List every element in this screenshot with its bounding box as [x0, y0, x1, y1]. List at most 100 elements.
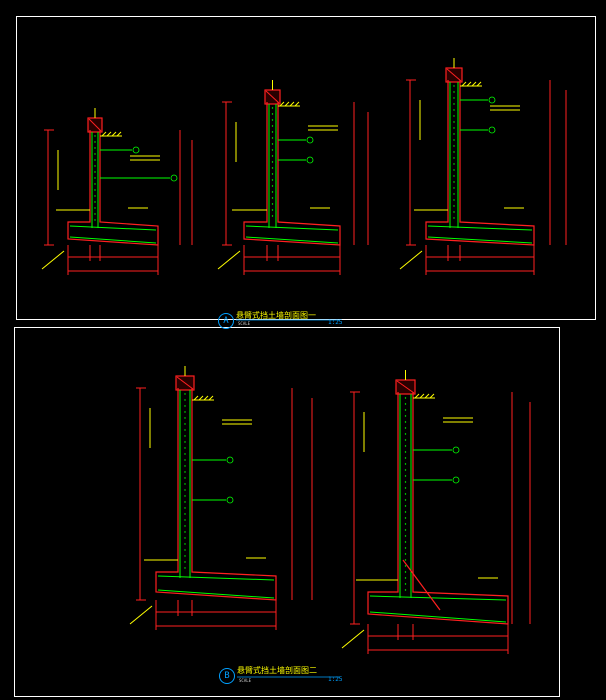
- a3-stem-dot: [453, 85, 455, 87]
- b2-stem-dot: [404, 523, 407, 525]
- b2-stem-dot: [404, 583, 407, 585]
- section-badge-a: A: [218, 313, 234, 329]
- b1-stem-dot: [184, 537, 186, 539]
- a2-ground-hatch: [279, 101, 285, 107]
- a1-stem-dot: [94, 165, 96, 167]
- a2-rebar-base-bot: [245, 236, 339, 244]
- a2-stem-dot: [271, 137, 274, 139]
- a1-rebar-base-top: [69, 225, 157, 231]
- a3-cap-hatch: [446, 68, 462, 82]
- b1-stem-dot: [184, 519, 186, 521]
- b2-stem-dot: [404, 397, 407, 399]
- b2-stem-dot: [404, 541, 407, 543]
- b2-stem-dot: [404, 565, 407, 567]
- scale-label-b: SCALE: [239, 678, 252, 683]
- a1-stem-dot: [94, 219, 96, 221]
- b2-stem-dot: [404, 529, 407, 531]
- b2-stem-dot: [404, 559, 407, 561]
- b2-rebar-base-bot: [369, 611, 507, 623]
- a1-cap-hatch: [88, 118, 102, 132]
- a2-rebar-bubble: [306, 136, 314, 144]
- drawing-frame-b: [14, 327, 560, 697]
- a3-stem-dot: [453, 127, 455, 129]
- a3-stem-dot: [453, 109, 455, 111]
- b2-stem-dot: [404, 499, 407, 501]
- a3-ground-hatch: [461, 81, 467, 87]
- a2-wall-outline: [243, 102, 341, 246]
- a1-stem-dot: [94, 141, 96, 143]
- a1-stem-dot: [94, 195, 96, 197]
- a2-rebar-bubble: [306, 156, 314, 164]
- a2-stem-dot: [271, 119, 274, 121]
- a3-stem-dot: [453, 133, 455, 135]
- a3-stem-dot: [453, 97, 455, 99]
- a1-rebar-bubble: [132, 146, 140, 154]
- a2-stem-dot: [271, 143, 274, 145]
- a2-stem-dot: [271, 191, 274, 193]
- b2-stem-dot: [404, 427, 407, 429]
- a2-ground-hatch: [284, 101, 290, 107]
- b1-rebar-bubble: [226, 496, 234, 504]
- a3-ground-hatch: [466, 81, 472, 87]
- a1-stem-dot: [94, 159, 96, 161]
- b1-stem-dot: [184, 525, 186, 527]
- b1-stem-dot: [184, 489, 186, 491]
- a1-stem-dot: [94, 153, 96, 155]
- b2-diagonal-haunch: [402, 559, 441, 611]
- b2-stem-dot: [404, 517, 407, 519]
- b2-stem-dot: [404, 481, 407, 483]
- b1-stem-dot: [184, 561, 186, 563]
- a3-ground-hatch: [471, 81, 477, 87]
- a1-wall-outline: [67, 130, 159, 246]
- b1-rebar-base-bot: [157, 589, 275, 599]
- a2-stem-dot: [271, 167, 274, 169]
- a3-stem-dot: [453, 151, 455, 153]
- b1-stem-dot: [184, 531, 186, 533]
- a1-stem-dot: [94, 177, 96, 179]
- b2-stem-dot: [404, 403, 407, 405]
- a3-stem-dot: [453, 163, 455, 165]
- b2-stem-dot: [404, 439, 407, 441]
- b1-stem-dot: [184, 399, 186, 401]
- scale-value-a: 1:25: [328, 319, 343, 326]
- b2-ground-hatch: [429, 393, 435, 399]
- a2-stem-dot: [271, 179, 274, 181]
- drawing-frame-a: [16, 16, 596, 320]
- a1-annotation-leader: [41, 250, 65, 270]
- a3-stem-dot: [453, 157, 455, 159]
- b2-annotation-leader: [341, 629, 365, 649]
- a3-stem-dot: [453, 187, 455, 189]
- b1-ground-hatch: [203, 395, 209, 401]
- a2-stem-dot: [271, 161, 274, 163]
- a3-stem-dot: [453, 115, 455, 117]
- b2-stem-dot: [404, 571, 407, 573]
- b1-stem-dot: [184, 447, 186, 449]
- b2-stem-dot: [404, 463, 407, 465]
- a2-stem-dot: [271, 203, 274, 205]
- a3-rebar-base-bot: [427, 236, 533, 244]
- a1-stem-dot: [94, 213, 96, 215]
- section-title-a: 悬臂式挡土墙剖面图一: [236, 311, 316, 320]
- b1-stem-dot: [184, 429, 186, 431]
- section-title-b: 悬臂式挡土墙剖面图二: [237, 666, 317, 675]
- a2-stem-dot: [271, 149, 274, 151]
- b1-stem-dot: [184, 405, 186, 407]
- a2-stem-dot: [271, 107, 274, 109]
- b2-stem-dot: [404, 547, 407, 549]
- b2-stem-dot: [404, 409, 407, 411]
- a1-stem-dot: [94, 201, 96, 203]
- a3-rebar-base-top: [427, 225, 533, 231]
- b1-ground-hatch: [208, 395, 214, 401]
- a2-annotation-leader: [217, 250, 241, 270]
- b1-ground-hatch: [193, 395, 199, 401]
- b2-stem-dot: [404, 511, 407, 513]
- a3-rebar-bubble: [488, 126, 496, 134]
- a3-stem-dot: [453, 199, 455, 201]
- a2-stem-dot: [271, 215, 274, 217]
- b1-stem-dot: [184, 543, 186, 545]
- a2-stem-dot: [271, 125, 274, 127]
- scale-value-b: 1:25: [328, 676, 343, 683]
- a1-ground-hatch: [101, 131, 107, 137]
- a3-stem-dot: [453, 121, 455, 123]
- b2-stem-dot: [404, 487, 407, 489]
